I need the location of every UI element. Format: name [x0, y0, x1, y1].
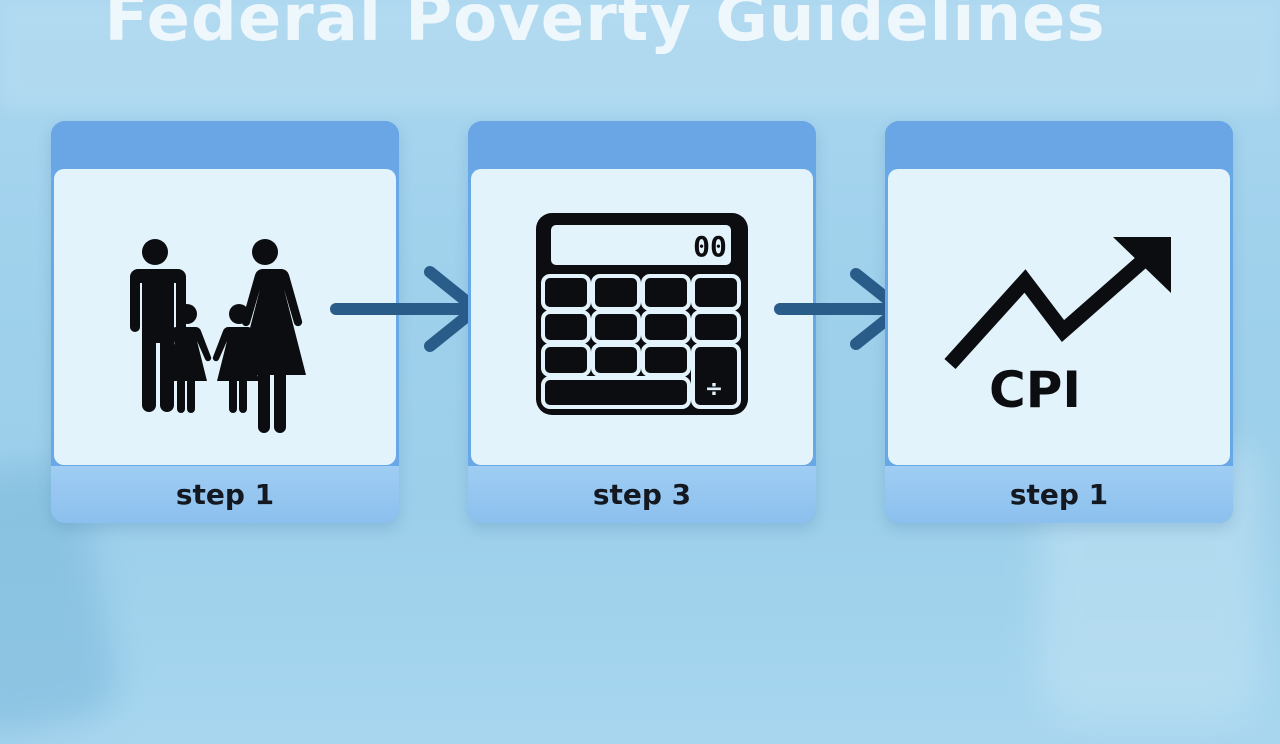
card-footer: step 1: [51, 466, 399, 523]
family-icon: [130, 239, 306, 433]
card-header-band: [51, 121, 399, 169]
card-footer: step 1: [885, 466, 1233, 523]
card-icon-panel: CPI: [888, 169, 1230, 465]
calculator-display-text: 00: [693, 230, 727, 263]
step-label: step 1: [175, 478, 275, 511]
card-icon-panel: [54, 169, 396, 465]
card-footer: step 3: [468, 466, 816, 523]
svg-text:÷: ÷: [705, 377, 723, 402]
card-header-band: [468, 121, 816, 169]
background-top-glow: [0, 0, 1280, 110]
step-label: step 1: [1009, 478, 1109, 511]
arrow-right-icon: [330, 266, 482, 352]
trend-up-icon: CPI: [944, 237, 1171, 419]
step-card-family: step 1: [51, 121, 399, 523]
card-icon-panel: ÷ 00: [471, 169, 813, 465]
step-card-cpi: CPI step 1: [885, 121, 1233, 523]
card-header-band: [885, 121, 1233, 169]
step-card-calculator: ÷ 00 step 3: [468, 121, 816, 523]
diagram-title: Federal Poverty Guidelines: [104, 0, 1106, 56]
cpi-label: CPI: [989, 361, 1081, 419]
calculator-icon: ÷ 00: [536, 213, 748, 415]
step-label: step 3: [592, 478, 692, 511]
